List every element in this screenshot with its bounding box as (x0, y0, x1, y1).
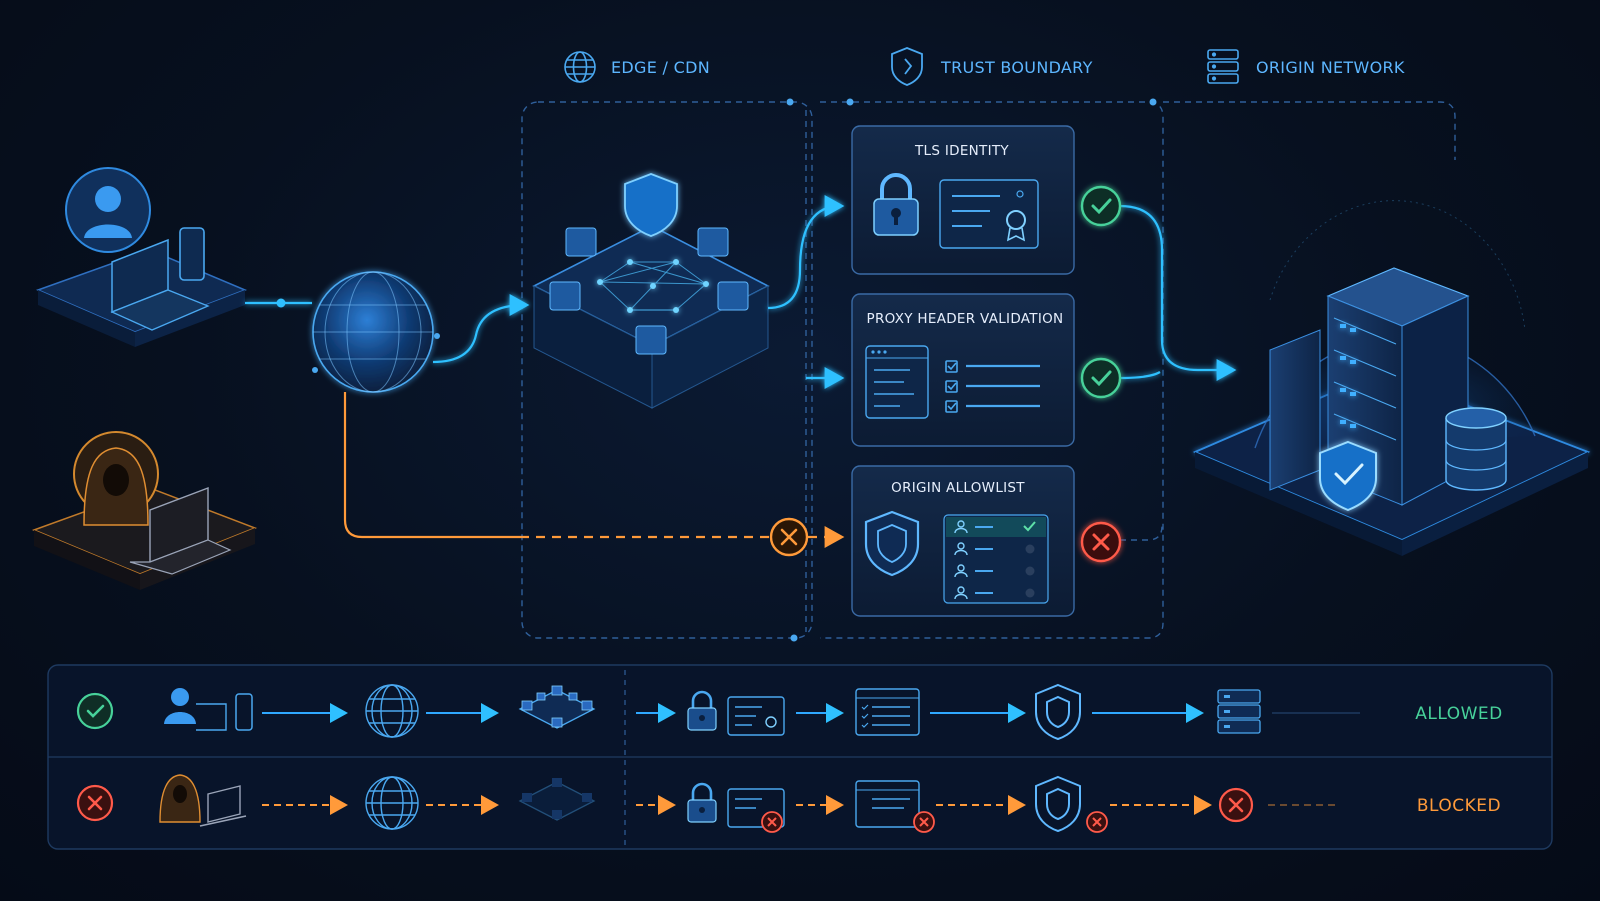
hooded-attacker-icon (83, 447, 149, 526)
check-title-proxy: PROXY HEADER VALIDATION (867, 311, 1064, 327)
check-card-tls[interactable]: TLS IDENTITY (851, 125, 1075, 275)
laptop-icon (110, 238, 210, 331)
server-icon (1207, 49, 1239, 84)
row-attacker-icon (159, 774, 247, 827)
allowlist-fail-icon (1080, 521, 1122, 563)
tls-pass-icon (1080, 185, 1122, 227)
blocked-x-icon (76, 784, 114, 822)
allowed-flow-row: ALLOWED (76, 683, 1503, 741)
attacker-laptop-icon (129, 486, 232, 575)
row-padlock-icon (687, 690, 717, 731)
zone-header-trust: TRUST BOUNDARY (891, 47, 1093, 86)
row-headers-icon-failed (855, 780, 935, 833)
origin-zone-boundary (1163, 101, 1456, 160)
origin-shield-check-icon (1319, 440, 1377, 512)
zone-label-trust: TRUST BOUNDARY (940, 58, 1093, 77)
attack-flow-lines (343, 392, 845, 548)
check-card-proxy-header[interactable]: PROXY HEADER VALIDATION (851, 293, 1075, 447)
allowed-status-label: ALLOWED (1415, 704, 1503, 724)
row-certificate-icon (727, 696, 785, 736)
legit-user-station (35, 167, 248, 347)
database-icon (1445, 407, 1507, 491)
row-origin-blocked-icon (1218, 787, 1254, 823)
row-globe-icon (365, 684, 419, 738)
blocked-status-label: BLOCKED (1417, 796, 1501, 816)
row-cdn-icon-dim (518, 778, 596, 821)
row-padlock-icon-blocked (687, 782, 717, 823)
proxy-pass-icon (1080, 357, 1122, 399)
flow-node (276, 298, 286, 308)
validation-checklist-icon (945, 360, 1040, 413)
certificate-icon (939, 179, 1039, 249)
phone-icon (179, 227, 205, 281)
zone-label-edge: EDGE / CDN (611, 58, 710, 77)
zone-header-origin: ORIGIN NETWORK (1207, 49, 1405, 84)
row-server-icon (1217, 689, 1261, 734)
check-card-origin-allowlist[interactable]: ORIGIN ALLOWLIST (851, 465, 1075, 617)
globe-icon (564, 51, 596, 83)
check-title-tls: TLS IDENTITY (914, 143, 1009, 159)
internet-globe (312, 271, 440, 393)
legit-flow-lines (245, 195, 1237, 389)
allowlist-dead-end (1120, 525, 1163, 541)
zone-label-origin: ORIGIN NETWORK (1256, 58, 1405, 77)
row-shield-icon (1035, 683, 1081, 741)
origin-server-cluster (1192, 200, 1591, 556)
allowlist-shield-icon (864, 510, 920, 577)
check-title-allowlist: ORIGIN ALLOWLIST (891, 480, 1025, 496)
row-shield-icon-failed (1035, 775, 1108, 833)
attacker-station (31, 431, 258, 590)
shield-icon (891, 47, 923, 86)
row-globe-icon-blocked (365, 776, 419, 830)
cdn-shield-icon (624, 173, 678, 237)
edge-zone-boundary (521, 101, 813, 639)
rack-back (1269, 329, 1321, 491)
blocked-flow-row: BLOCKED (76, 774, 1501, 833)
allowed-check-icon (76, 692, 114, 730)
zone-header-edge: EDGE / CDN (564, 51, 710, 83)
row-certificate-icon-failed (727, 788, 785, 833)
attack-blocked-icon (769, 517, 809, 557)
user-icon (84, 186, 132, 238)
allowlist-table-icon (943, 514, 1049, 604)
boundary-nodes (786, 98, 1157, 642)
row-user-icon (164, 688, 253, 731)
padlock-icon (873, 173, 919, 236)
row-headers-icon (855, 688, 920, 736)
request-headers-icon (865, 345, 929, 419)
row-cdn-icon (518, 685, 596, 729)
flow-summary-panel (47, 664, 1553, 850)
cdn-edge-platform (532, 173, 770, 409)
